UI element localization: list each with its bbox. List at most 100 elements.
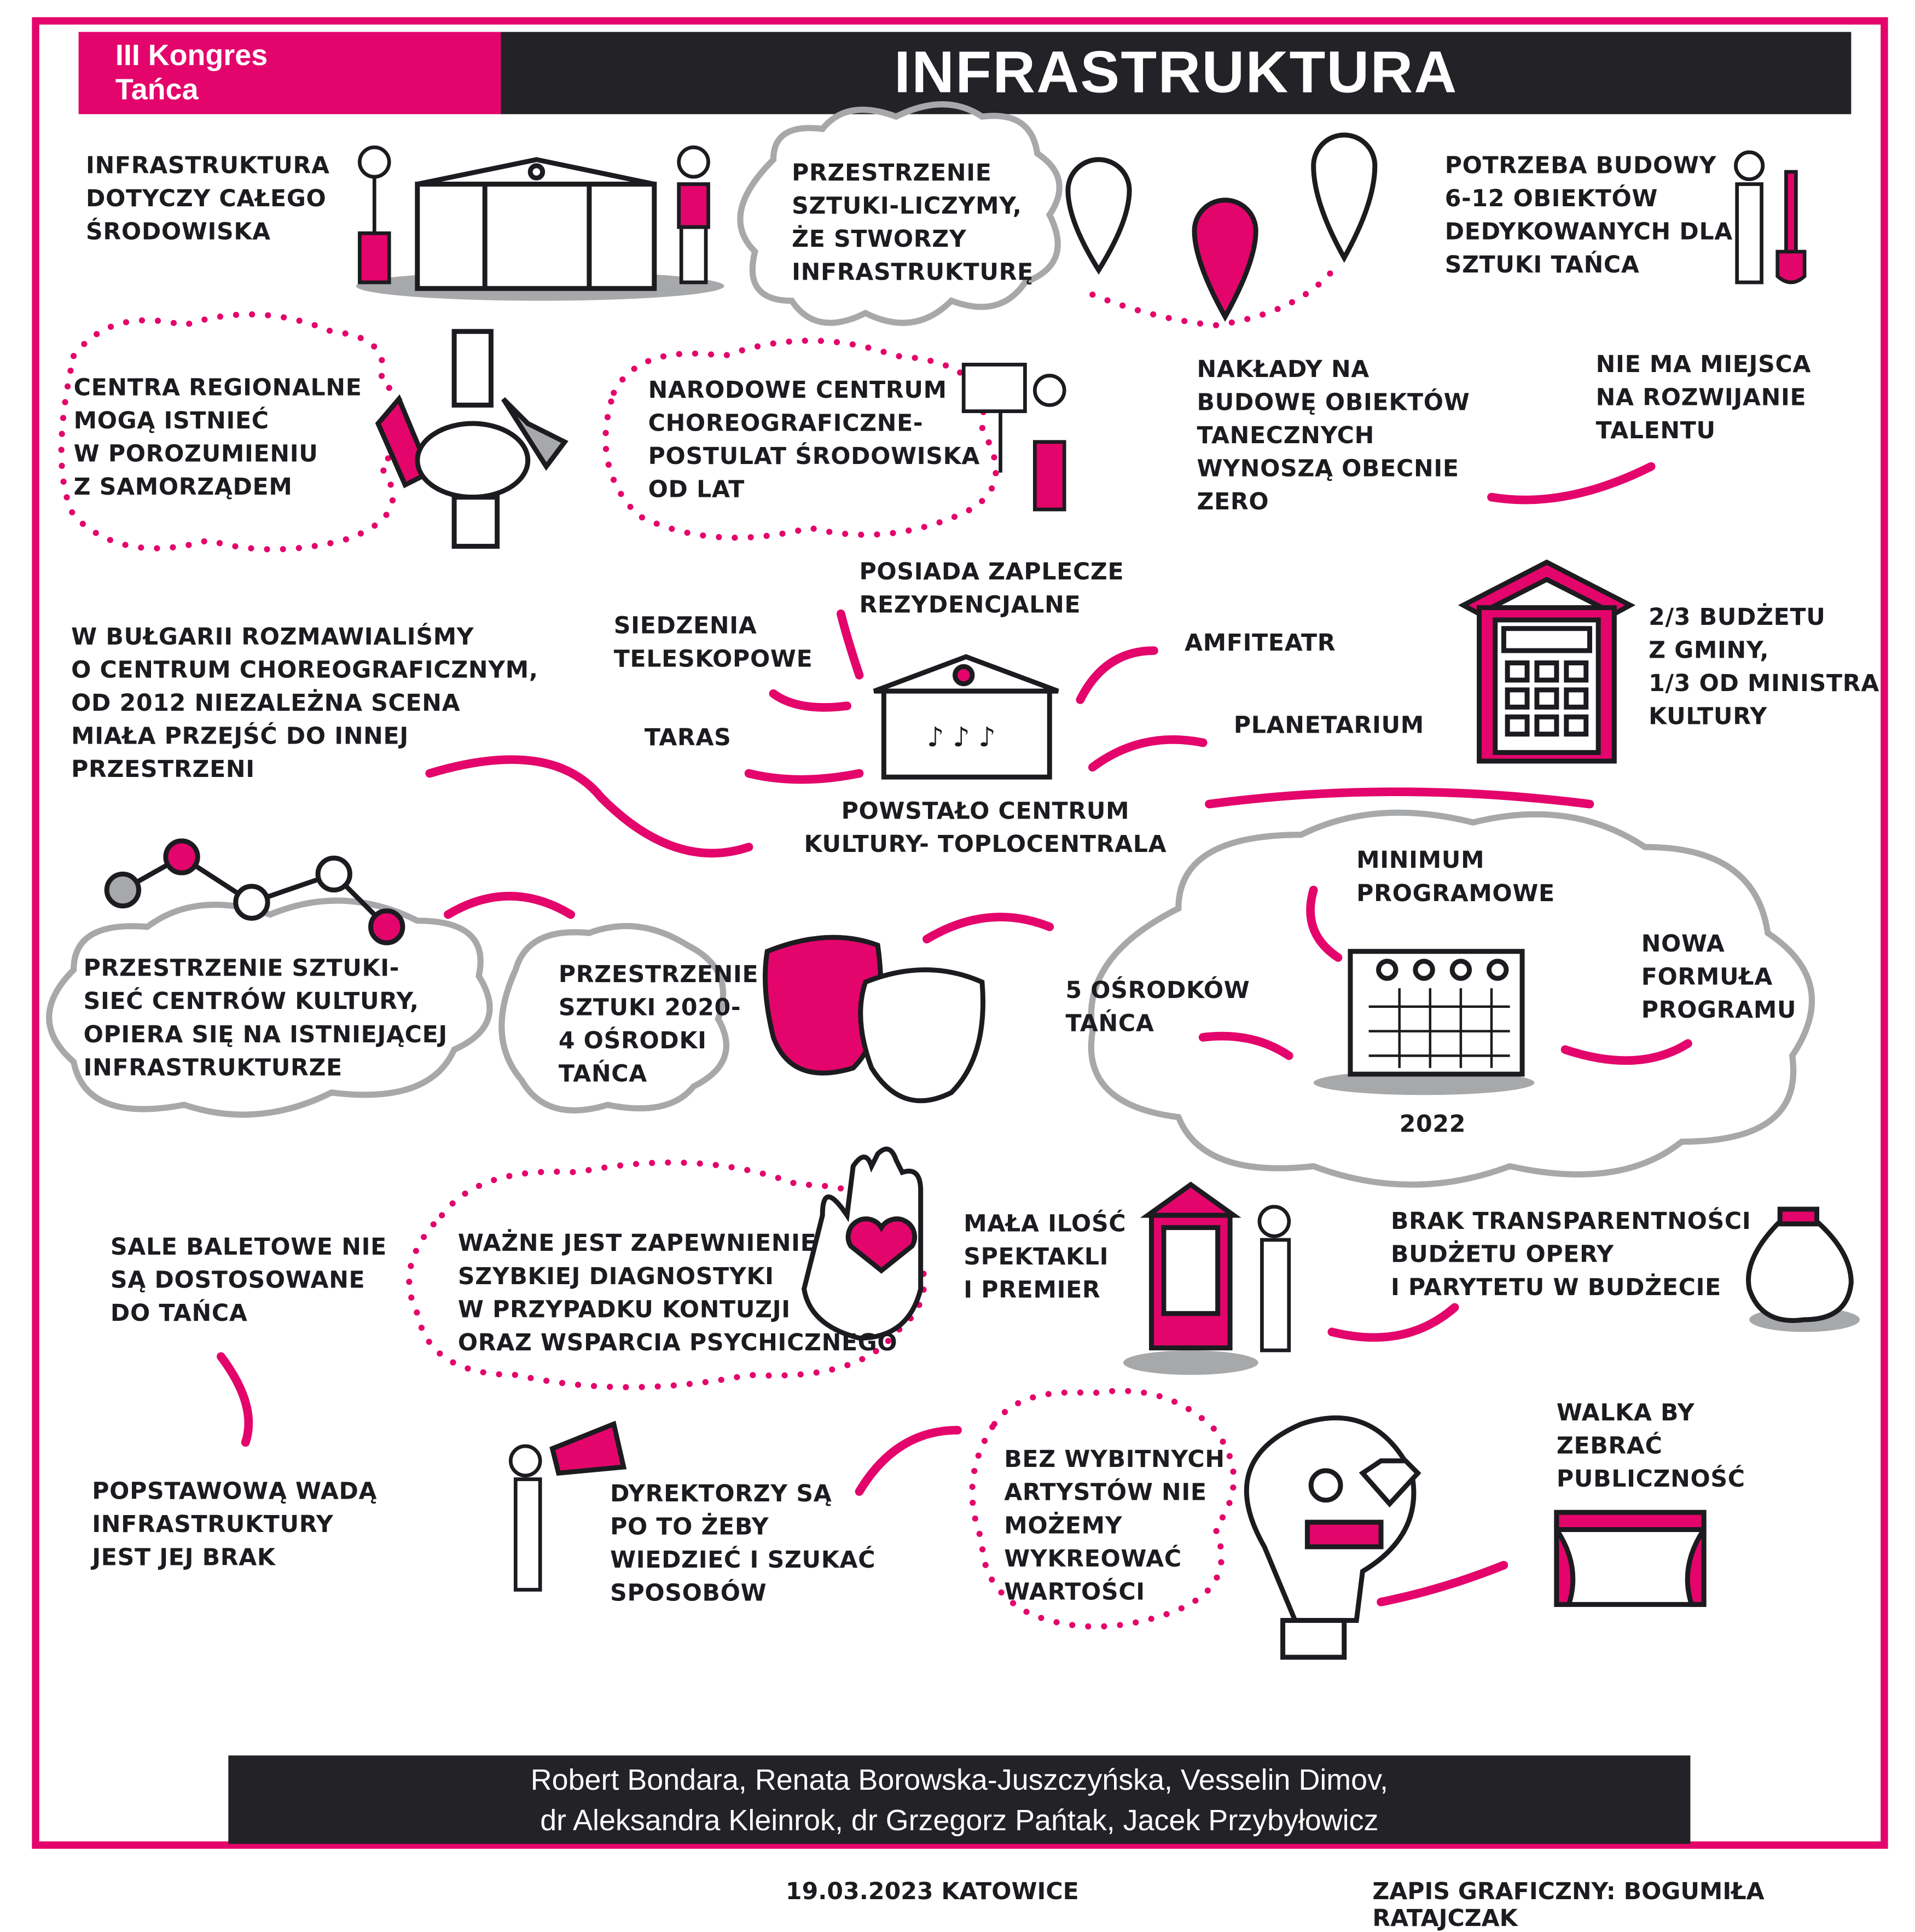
note-line: są dostosowane — [110, 1267, 365, 1294]
note-line: Infrastruktura — [86, 152, 330, 179]
note-line: Amfiteatr — [1185, 629, 1336, 657]
note-line: możemy — [1004, 1512, 1123, 1540]
note-line: Przestrzenie sztuki- — [83, 955, 400, 982]
note-line: miała przejść do innej — [71, 723, 409, 750]
cloud-gray — [46, 897, 493, 1118]
note-line: Ważne jest zapewnienie — [457, 1230, 817, 1257]
note-line: szybkiej diagnostyki — [457, 1263, 774, 1291]
note-line: tańca — [558, 1060, 647, 1088]
note-line: Nowa — [1641, 930, 1725, 958]
arrow-icon — [1088, 735, 1208, 772]
note-opera-budget: Brak transparentności budżetu opery i pary… — [1391, 1205, 1751, 1305]
arrow-icon — [922, 913, 1054, 944]
note-line: Sale baletowe nie — [110, 1233, 387, 1261]
note-line: Siedzenia — [613, 612, 757, 640]
house-icon: ♪ ♪ ♪ — [873, 654, 1059, 780]
note-line: formuła — [1641, 964, 1773, 991]
note-line: budżetu opery — [1390, 1241, 1614, 1268]
note-line: wynoszą obecnie — [1197, 455, 1459, 483]
note-line: 2022 — [1399, 1111, 1466, 1138]
note-line: programowe — [1356, 880, 1555, 908]
note-line: kultury — [1649, 703, 1767, 730]
note-line: 2/3 budżetu — [1649, 604, 1826, 631]
note-line: dotyczy całego — [86, 185, 327, 213]
note-line: Przestrzenie — [558, 961, 759, 989]
note-line: i parytetu w budżecie — [1390, 1274, 1721, 1302]
note-line: publiczność — [1556, 1465, 1745, 1493]
note-planetarium: Planetarium — [1234, 710, 1424, 743]
note-line: z samorządem — [73, 474, 293, 501]
arrow-icon — [1327, 1303, 1459, 1342]
note-line: rezydencjalne — [859, 591, 1081, 619]
note-line: Mała ilość — [964, 1210, 1127, 1238]
note-line: od 2012 niezależna scena — [71, 689, 461, 717]
event-name-line1: III Kongres — [115, 39, 268, 73]
note-line: Minimum — [1356, 847, 1485, 874]
note-residency: Posiada zapleczerezydencjalne — [860, 556, 1124, 622]
speakers-line1: Robert Bondara, Renata Borowska-Juszczyń… — [530, 1764, 1388, 1797]
note-line: do tańca — [110, 1299, 248, 1327]
note-budget-split: 2/3 budżetuz gminy,1/3 od ministrakultur… — [1649, 601, 1879, 734]
note-line: o centrum choreograficznym, — [71, 657, 538, 684]
map-route-dotted — [1089, 260, 1342, 329]
note-building-need: Potrzeba budowy6-12 obiektówdedykowanych… — [1445, 150, 1733, 282]
note-new-programme: Nowaformułaprogramu — [1641, 928, 1797, 1028]
note-minimum-programme: Minimum programowe — [1356, 845, 1555, 911]
arrow-icon — [1487, 462, 1656, 504]
note-line: Nie ma miejsca — [1595, 351, 1812, 379]
note-line: artystów nie — [1004, 1479, 1207, 1506]
arrow-icon — [837, 609, 864, 680]
note-five-centres: 5 ośrodkówtańca — [1065, 974, 1250, 1041]
arrow-icon — [855, 1425, 962, 1496]
handshake-icon — [375, 329, 568, 549]
map-pin-icon — [1065, 132, 1378, 322]
theatre-masks-icon — [763, 935, 985, 1104]
note-line: w porozumieniu — [73, 440, 318, 468]
event-name-line2: Tańca — [115, 73, 199, 107]
note-diagnostics: Ważne jest zapewnienie szybkiej diagnosty… — [458, 1228, 897, 1360]
note-line: 5 ośrodków — [1065, 977, 1250, 1005]
note-line: Brak transparentności — [1390, 1208, 1751, 1235]
note-art-spaces: Przestrzeniesztuki-liczymy,że stworzyinf… — [792, 157, 1034, 289]
speakers-line2: dr Aleksandra Kleinrok, dr Grzegorz Pańt… — [540, 1805, 1379, 1838]
note-line: Taras — [644, 724, 732, 752]
note-line: środowiska — [86, 218, 271, 246]
note-terrace: Taras — [645, 722, 732, 755]
note-line: jest jej brak — [92, 1544, 276, 1571]
heart-hand-icon — [801, 1146, 924, 1341]
cloud-gray — [498, 923, 729, 1113]
note-line: wiedzieć i szukać — [610, 1546, 876, 1574]
note-telescopic-seats: Siedzeniateleskopowe — [614, 610, 813, 676]
arrow-icon — [425, 755, 753, 858]
note-line: sztuki-liczymy, — [792, 193, 1022, 220]
note-toplocentrala: Powstało centrumkultury- Toplocentrala — [804, 796, 1167, 862]
note-line: Bez wybitnych — [1004, 1446, 1225, 1473]
note-line: Potrzeba budowy — [1444, 152, 1717, 179]
person-icon — [358, 145, 1807, 1592]
note-ballet-halls: Sale baletowe nie są dostosowane do tańca — [111, 1231, 387, 1331]
note-line: Walka by — [1556, 1399, 1695, 1427]
note-line: mogą istnieć — [73, 407, 269, 435]
note-amphitheatre: Amfiteatr — [1185, 627, 1336, 660]
stage-curtain-icon — [1554, 1510, 1707, 1607]
note-line: Popstawową wadą — [92, 1478, 378, 1505]
note-main-flaw: Popstawową wadąinfrastrukturyjest jej br… — [92, 1476, 377, 1575]
note-no-space: Nie ma miejscana rozwijanietalentu — [1596, 349, 1811, 448]
note-line: choreograficzne- — [648, 410, 924, 437]
note-line: Dyrektorzy są — [610, 1480, 832, 1508]
note-line: dedykowanych dla — [1444, 218, 1733, 246]
note-line: Planetarium — [1233, 712, 1424, 739]
calendar-icon — [1313, 949, 1535, 1095]
note-line: infrastrukturze — [83, 1054, 343, 1082]
note-line: opiera się na istniejącej — [83, 1021, 448, 1049]
note-line: po to żeby — [610, 1513, 769, 1541]
note-audience: Walka byzebraćpubliczność — [1557, 1397, 1745, 1496]
note-art-spaces-2020: Przestrzeniesztuki 2020-4 ośrodkitańca — [559, 959, 758, 1091]
note-line: sztuki tańca — [1444, 251, 1640, 279]
note-line: Centra regionalne — [73, 374, 362, 402]
arrow-icon — [216, 1352, 253, 1447]
note-line: zero — [1197, 488, 1269, 516]
note-line: od lat — [648, 476, 745, 503]
